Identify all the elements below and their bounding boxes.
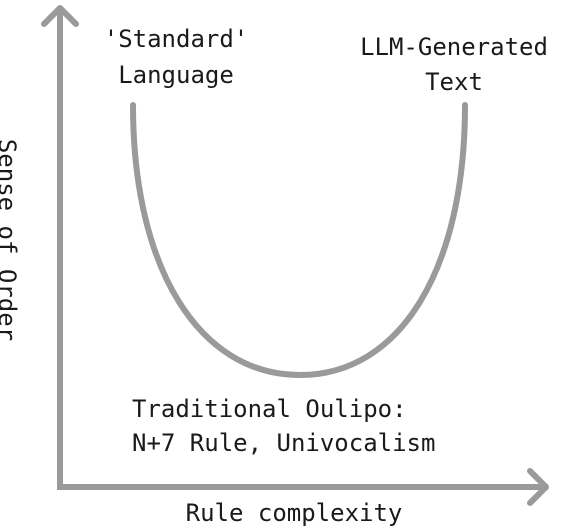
y-axis-label: Sense of Order <box>0 139 21 341</box>
llm-text-label-line2: Text <box>425 68 483 96</box>
u-curve <box>130 102 468 379</box>
x-axis-label: Rule complexity <box>186 499 403 527</box>
x-axis-arrowhead <box>527 468 549 506</box>
standard-language-label-line2: Language <box>118 61 234 89</box>
oulipo-label-line2: N+7 Rule, Univocalism <box>132 429 435 457</box>
y-axis-arrowhead <box>41 5 79 27</box>
oulipo-label-line1: Traditional Oulipo: <box>132 395 407 423</box>
llm-text-label-line1: LLM-Generated <box>360 33 548 61</box>
standard-language-label-line1: 'Standard' <box>104 25 249 53</box>
